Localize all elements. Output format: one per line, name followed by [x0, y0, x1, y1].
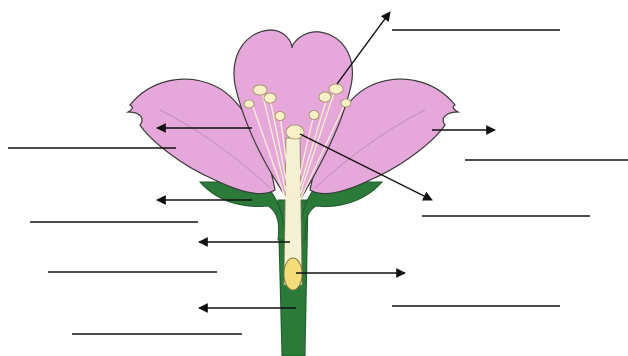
ovary [284, 258, 302, 290]
anther [244, 100, 254, 108]
anther [309, 111, 319, 120]
anther [319, 92, 331, 102]
anther [341, 99, 351, 107]
anther [329, 84, 343, 94]
anther [275, 112, 285, 121]
stigma [286, 125, 304, 139]
anther [264, 93, 276, 103]
anther [253, 85, 267, 95]
